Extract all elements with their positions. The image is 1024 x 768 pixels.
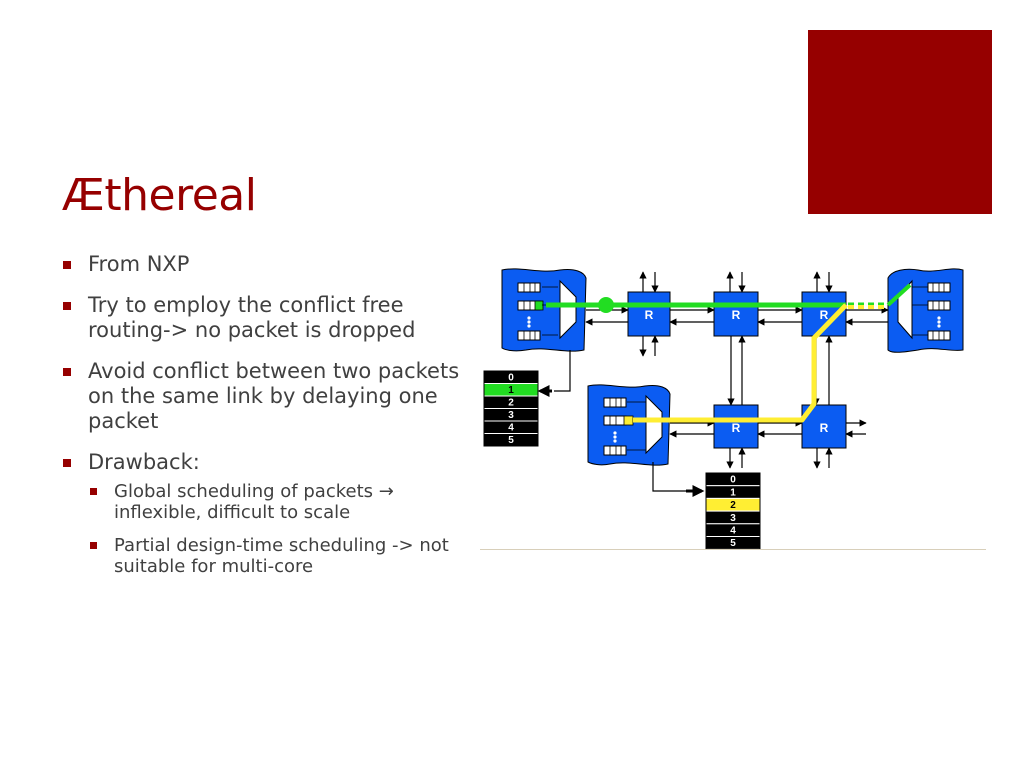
accent-block — [808, 30, 992, 214]
slide-title: Æthereal — [62, 170, 257, 221]
router-label: R — [645, 308, 654, 322]
slot-label: 3 — [508, 410, 514, 421]
slot-label: 2 — [730, 500, 736, 511]
slot-table-border — [483, 370, 539, 447]
slot-label: 4 — [730, 526, 736, 537]
bullet-text: Avoid conflict between two packets on th… — [88, 359, 460, 433]
yellow-connection-path — [633, 303, 884, 423]
bullet-text: Drawback: — [88, 450, 200, 474]
bullet-item: Avoid conflict between two packets on th… — [62, 359, 472, 434]
sub-bullet-item: Global scheduling of packets → inflexibl… — [88, 481, 472, 523]
divider-line — [480, 549, 986, 550]
sub-bullet-square-icon — [90, 488, 97, 495]
router-bottom-1: R — [713, 404, 759, 449]
slot-label: 0 — [508, 373, 514, 384]
bullet-item: Try to employ the conflict free routing-… — [62, 293, 472, 343]
slot-table-left: 01 23 45 — [483, 370, 539, 447]
queue-icon — [517, 282, 541, 341]
slot-label: 0 — [730, 475, 736, 486]
router-label: R — [820, 421, 829, 435]
network-interface-top-left — [501, 268, 587, 352]
router-top-1: R — [627, 291, 671, 337]
bullet-square-icon — [63, 261, 71, 269]
bullet-square-icon — [63, 459, 71, 467]
slot-label: 5 — [508, 435, 514, 446]
bullet-item: Drawback: Global scheduling of packets →… — [62, 450, 472, 577]
bullet-text: Try to employ the conflict free routing-… — [88, 293, 416, 342]
slot-label: 1 — [508, 385, 514, 396]
sub-bullet-text: Global scheduling of packets → inflexibl… — [114, 481, 394, 523]
bullet-list: From NXP Try to employ the conflict free… — [62, 252, 472, 593]
slot-label: 5 — [730, 538, 736, 549]
router-label: R — [732, 308, 741, 322]
slot-label: 4 — [508, 423, 514, 434]
slot-table-bottom: 01 2 3 45 — [705, 472, 761, 550]
bullet-item: From NXP — [62, 252, 472, 277]
network-interface-top-right — [887, 268, 964, 353]
slot-label: 1 — [730, 487, 736, 498]
sub-bullet-list: Global scheduling of packets → inflexibl… — [88, 481, 472, 577]
slot-label: 2 — [508, 398, 514, 409]
router-label: R — [732, 421, 741, 435]
bullet-square-icon — [63, 368, 71, 376]
bullet-square-icon — [63, 302, 71, 310]
slot-label: 3 — [730, 513, 736, 524]
network-interface-bottom-left — [587, 384, 671, 466]
sub-bullet-item: Partial design-time scheduling -> not su… — [88, 535, 472, 577]
router-label: R — [820, 308, 829, 322]
sub-bullet-text: Partial design-time scheduling -> not su… — [114, 535, 449, 577]
router-top-2: R — [713, 291, 759, 337]
sub-bullet-square-icon — [90, 542, 97, 549]
bullet-text: From NXP — [88, 252, 190, 276]
